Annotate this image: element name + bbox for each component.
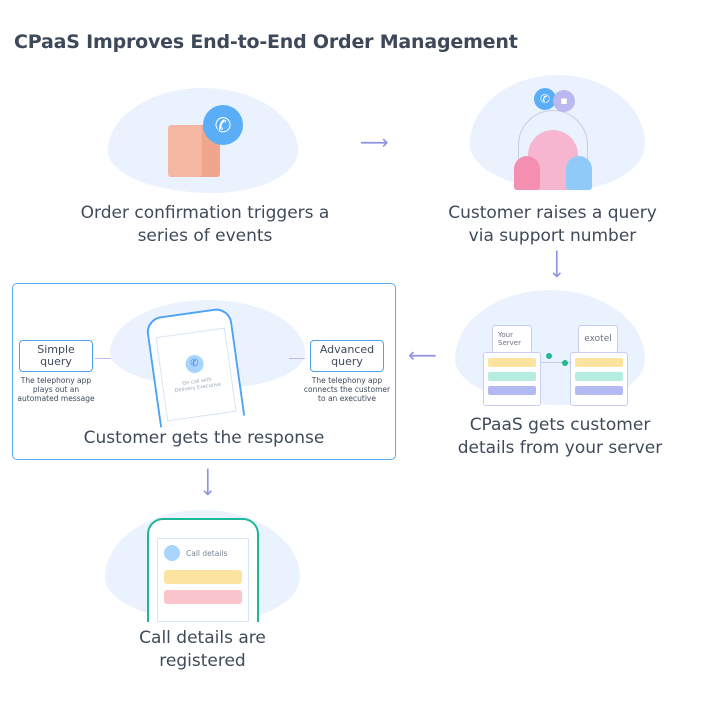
arrow-down-icon: ⟶ [545,249,570,279]
phone-icon: ✆ [184,353,205,375]
user-icon [566,156,592,190]
arrow-right-icon: ⟶ [360,130,389,154]
connector-line [541,362,571,363]
phone-icon: ✆ [203,105,243,145]
arrow-left-icon: ⟶ [408,343,437,367]
phone-icon: ✆ [534,88,556,110]
response-box [12,283,396,460]
call-details-label: Call details [186,548,228,558]
exotel-server-rack [570,352,628,406]
step4-label: Customer gets the response [83,428,325,448]
user-icon [164,545,180,561]
arrow-down-icon: ⟶ [196,467,221,497]
phone-illustration: Call details [147,518,259,622]
chat-icon: ▪ [553,90,575,112]
connector-line [95,358,111,359]
exotel-logo: exotel [578,325,618,353]
your-server-rack [483,352,541,406]
connector-line [289,358,305,359]
page-title: CPaaS Improves End-to-End Order Manageme… [14,31,518,53]
connector-dot [562,360,568,366]
user-icon [514,156,540,190]
connector-dot [546,353,552,359]
